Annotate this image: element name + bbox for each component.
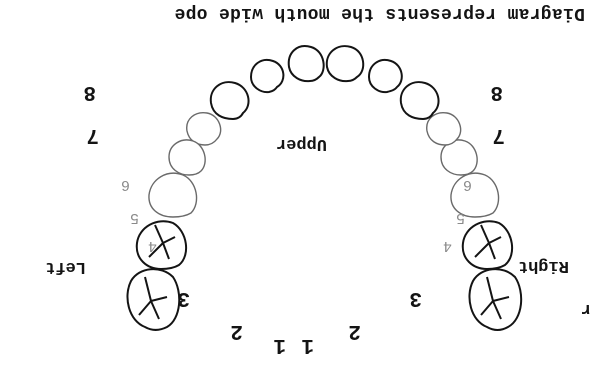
tooth-number-left-8: 8 <box>83 81 96 102</box>
tooth-number-right-7: 7 <box>492 124 505 145</box>
tooth-number-right-6: 6 <box>463 177 472 192</box>
tooth-number-right-2: 2 <box>348 320 361 341</box>
tooth-left-1 <box>327 46 363 81</box>
tooth-number-right-8: 8 <box>490 81 503 102</box>
tooth-number-left-2: 2 <box>230 320 243 341</box>
tooth-number-right-4: 4 <box>443 238 452 253</box>
tooth-right-5 <box>169 140 205 175</box>
tooth-number-left-4: 4 <box>148 238 157 253</box>
tooth-number-left-7: 7 <box>86 124 99 145</box>
tooth-number-right-5: 5 <box>456 210 465 225</box>
tooth-number-left-6: 6 <box>121 177 130 192</box>
right-label: Right <box>518 257 569 274</box>
tooth-left-4 <box>427 113 461 145</box>
tooth-number-right-3: 3 <box>409 287 422 308</box>
tooth-number-left-5: 5 <box>130 210 139 225</box>
tooth-right-2 <box>251 60 283 92</box>
tooth-right-3 <box>211 82 249 119</box>
tooth-left-3 <box>401 82 439 119</box>
edge-mark: r <box>581 300 591 317</box>
upper-label: Upper <box>276 135 327 152</box>
tooth-right-6 <box>149 173 197 217</box>
tooth-left-2 <box>369 60 402 92</box>
tooth-number-left-1: 1 <box>273 334 286 355</box>
right-teeth <box>127 46 323 330</box>
tooth-right-1 <box>289 46 324 81</box>
figure-caption: Diagram represents the mouth wide ope <box>174 4 585 22</box>
tooth-number-right-1: 1 <box>301 334 314 355</box>
left-label: Left <box>45 258 86 275</box>
tooth-number-left-3: 3 <box>177 287 190 308</box>
